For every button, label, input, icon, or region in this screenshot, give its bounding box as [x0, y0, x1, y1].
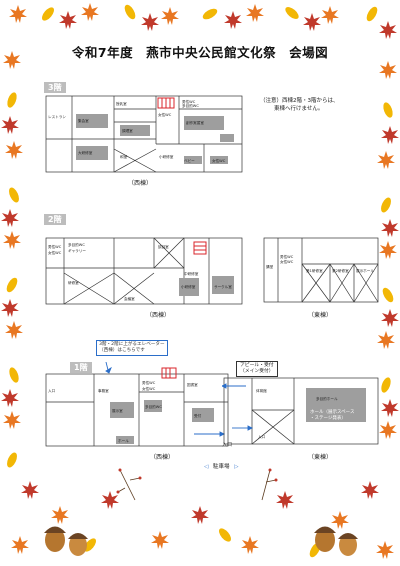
caption-1f-west: （西棟）	[150, 454, 175, 461]
svg-text:多目的WC: 多目的WC	[145, 404, 162, 409]
page-title: 令和7年度 燕市中央公民館文化祭 会場図	[71, 45, 329, 60]
svg-text:講堂: 講堂	[266, 264, 274, 269]
svg-text:創作実習室: 創作実習室	[186, 120, 204, 125]
svg-text:授乳室: 授乳室	[116, 101, 127, 106]
parking-right-arrow-icon: ▷	[234, 464, 239, 470]
svg-text:事務室: 事務室	[98, 388, 109, 393]
floor-plan-2f-west: 男性WC 女性WC 多目的WC ギャラリー 研修室 会議室 談話室 中研修室 小…	[44, 228, 244, 308]
svg-text:研修室: 研修室	[68, 280, 79, 285]
elevator-callout: 3階・2階に上がるエレベーター （西棟）はこちらです	[96, 340, 168, 356]
svg-text:多目的WC: 多目的WC	[68, 242, 85, 247]
svg-text:展示ホール: 展示ホール	[356, 268, 374, 273]
svg-text:女性WC: 女性WC	[212, 158, 226, 163]
svg-text:女性WC: 女性WC	[48, 250, 62, 255]
svg-text:多目的ホール: 多目的ホール	[316, 396, 338, 401]
svg-text:大研修室: 大研修室	[78, 150, 93, 155]
entrance-label: 入口	[222, 442, 233, 448]
svg-text:受付: 受付	[194, 413, 202, 418]
hall-line-2: ・ステージ発表）	[310, 416, 346, 421]
floor-plan-1f-east: 体育館 多目的ホール 入口	[222, 376, 382, 448]
east-hall-label: ホール（展示スペース ・ステージ発表）	[310, 410, 354, 422]
svg-text:第2研修室: 第2研修室	[332, 268, 349, 273]
svg-text:図書室: 図書室	[187, 382, 198, 387]
svg-text:ギャラリー: ギャラリー	[68, 248, 86, 253]
caption-2f-east: （東棟）	[308, 312, 333, 319]
callout-line-2: （西棟）はこちらです	[99, 348, 145, 353]
svg-text:ホール: ホール	[118, 438, 129, 443]
svg-text:会議室: 会議室	[124, 296, 135, 301]
svg-text:女性WC: 女性WC	[158, 112, 172, 117]
svg-text:中研修室: 中研修室	[184, 271, 199, 276]
floor-label-3f: 3階	[44, 82, 66, 93]
svg-text:集会室: 集会室	[78, 118, 89, 123]
svg-text:入口: 入口	[258, 434, 266, 439]
svg-text:サークル室: サークル室	[214, 284, 232, 289]
svg-text:体育館: 体育館	[256, 388, 267, 393]
svg-text:第1研修室: 第1研修室	[306, 268, 323, 273]
callout-line-1: 3階・2階に上がるエレベーター	[99, 342, 165, 347]
svg-text:女性WC: 女性WC	[142, 386, 156, 391]
caption-2f-west: （西棟）	[146, 312, 171, 319]
floor-plan-3f: レストラン 集会室 大研修室 授乳室 調理室 男性WC 多目的WC 女性WC 創…	[44, 94, 244, 176]
svg-text:多目的WC: 多目的WC	[182, 103, 199, 108]
svg-text:男性WC: 男性WC	[142, 380, 156, 385]
note-line-1: （注意）西棟2階・3階からは、	[260, 98, 339, 104]
floor-label-2f: 2階	[44, 214, 66, 225]
svg-text:入口: 入口	[48, 388, 56, 393]
info-desk-label: アピール・受付 （メイン受付）	[236, 361, 278, 377]
parking-label: ◁ 駐車場 ▷	[204, 462, 238, 470]
note-3f: （注意）西棟2階・3階からは、 東棟へ行けません。	[260, 97, 339, 113]
svg-text:男性WC: 男性WC	[280, 254, 294, 259]
floor-plan-2f-east: 講堂 男性WC 女性WC 第1研修室 第2研修室 展示ホール	[262, 236, 380, 306]
floor-plan-1f-west: 入口 事務室 展示室 男性WC 女性WC 多目的WC 図書室 受付 ホール	[44, 362, 254, 448]
svg-text:談話室: 談話室	[158, 244, 169, 249]
caption-1f-east: （東棟）	[308, 454, 333, 461]
svg-text:小研修室: 小研修室	[159, 154, 174, 159]
svg-text:レストラン: レストラン	[48, 114, 66, 119]
svg-text:女性WC: 女性WC	[280, 259, 294, 264]
svg-text:男性WC: 男性WC	[182, 99, 196, 104]
svg-text:和室: 和室	[120, 154, 128, 159]
floor-label-1f: 1階	[70, 362, 92, 373]
svg-text:男性WC: 男性WC	[48, 244, 62, 249]
svg-text:展示室: 展示室	[112, 408, 123, 413]
parking-left-arrow-icon: ◁	[204, 464, 209, 470]
hall-line-1: ホール（展示スペース	[310, 410, 355, 415]
note-line-2: 東棟へ行けません。	[274, 106, 324, 112]
info-line-2: （メイン受付）	[240, 369, 274, 374]
parking-text: 駐車場	[212, 464, 230, 470]
info-line-1: アピール・受付	[240, 363, 274, 368]
caption-3f: （西棟）	[128, 180, 153, 187]
svg-text:ベビー: ベビー	[184, 158, 195, 163]
svg-text:小研修室: 小研修室	[181, 284, 196, 289]
svg-text:調理室: 調理室	[122, 128, 133, 133]
